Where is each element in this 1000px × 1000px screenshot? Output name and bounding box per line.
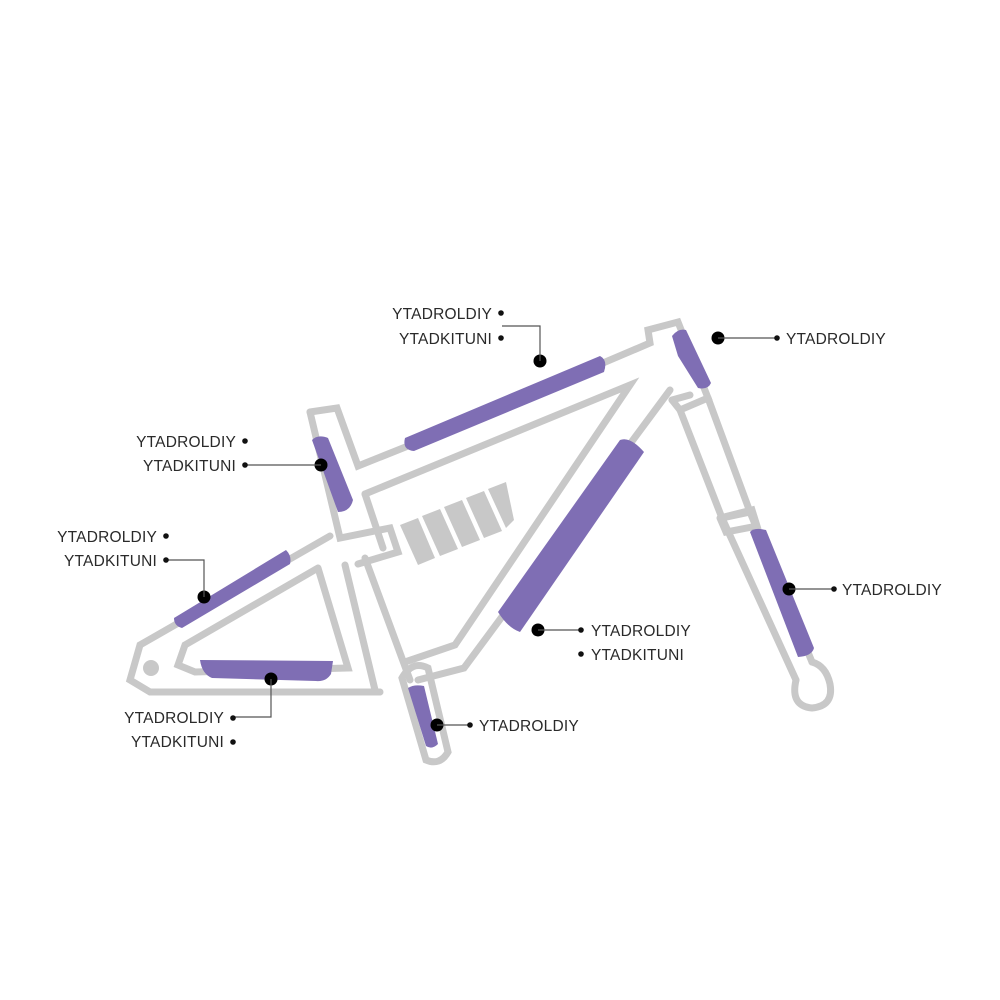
pad-chain-stay (200, 660, 333, 682)
pad-bottom-bracket (408, 685, 438, 748)
frame-outline (125, 317, 835, 766)
callout-chain-stay: YTADROLDIY YTADKITUNI (124, 672, 278, 751)
pad-top-tube (404, 356, 606, 451)
callout-seat-stay: YTADROLDIY YTADKITUNI (57, 529, 211, 604)
callout-top-tube-line2: YTADKITUNI (399, 331, 492, 348)
callout-head-tube: YTADROLDIY (711, 331, 886, 348)
callout-bottom-bracket-line1: YTADROLDIY (479, 718, 579, 735)
callout-seat-stay-line2: YTADKITUNI (64, 553, 157, 570)
protection-pads (174, 329, 814, 748)
callout-seat-stay-line1: YTADROLDIY (57, 529, 157, 546)
pad-head-tube (672, 329, 711, 389)
pad-seat-stay (174, 550, 291, 628)
callout-bottom-bracket: YTADROLDIY (430, 718, 579, 735)
callout-top-tube: YTADROLDIY YTADKITUNI (392, 306, 547, 368)
pad-seat-tube (312, 436, 353, 512)
pad-down-tube (498, 439, 644, 632)
callout-fork: YTADROLDIY (782, 582, 942, 599)
callout-down-tube: YTADROLDIY YTADKITUNI (531, 623, 691, 664)
callout-chain-stay-line1: YTADROLDIY (124, 710, 224, 727)
callout-seat-tube-line2: YTADKITUNI (143, 458, 236, 475)
callout-down-tube-line2: YTADKITUNI (591, 647, 684, 664)
callout-down-tube-line1: YTADROLDIY (591, 623, 691, 640)
callout-fork-line1: YTADROLDIY (842, 582, 942, 599)
callout-chain-stay-line2: YTADKITUNI (131, 734, 224, 751)
pad-fork (750, 528, 814, 657)
callout-seat-tube-line1: YTADROLDIY (136, 434, 236, 451)
callout-seat-tube: YTADROLDIY YTADKITUNI (136, 434, 328, 475)
callout-head-tube-line1: YTADROLDIY (786, 331, 886, 348)
callout-top-tube-line1: YTADROLDIY (392, 306, 492, 323)
frame-vent-stripes (400, 482, 514, 565)
